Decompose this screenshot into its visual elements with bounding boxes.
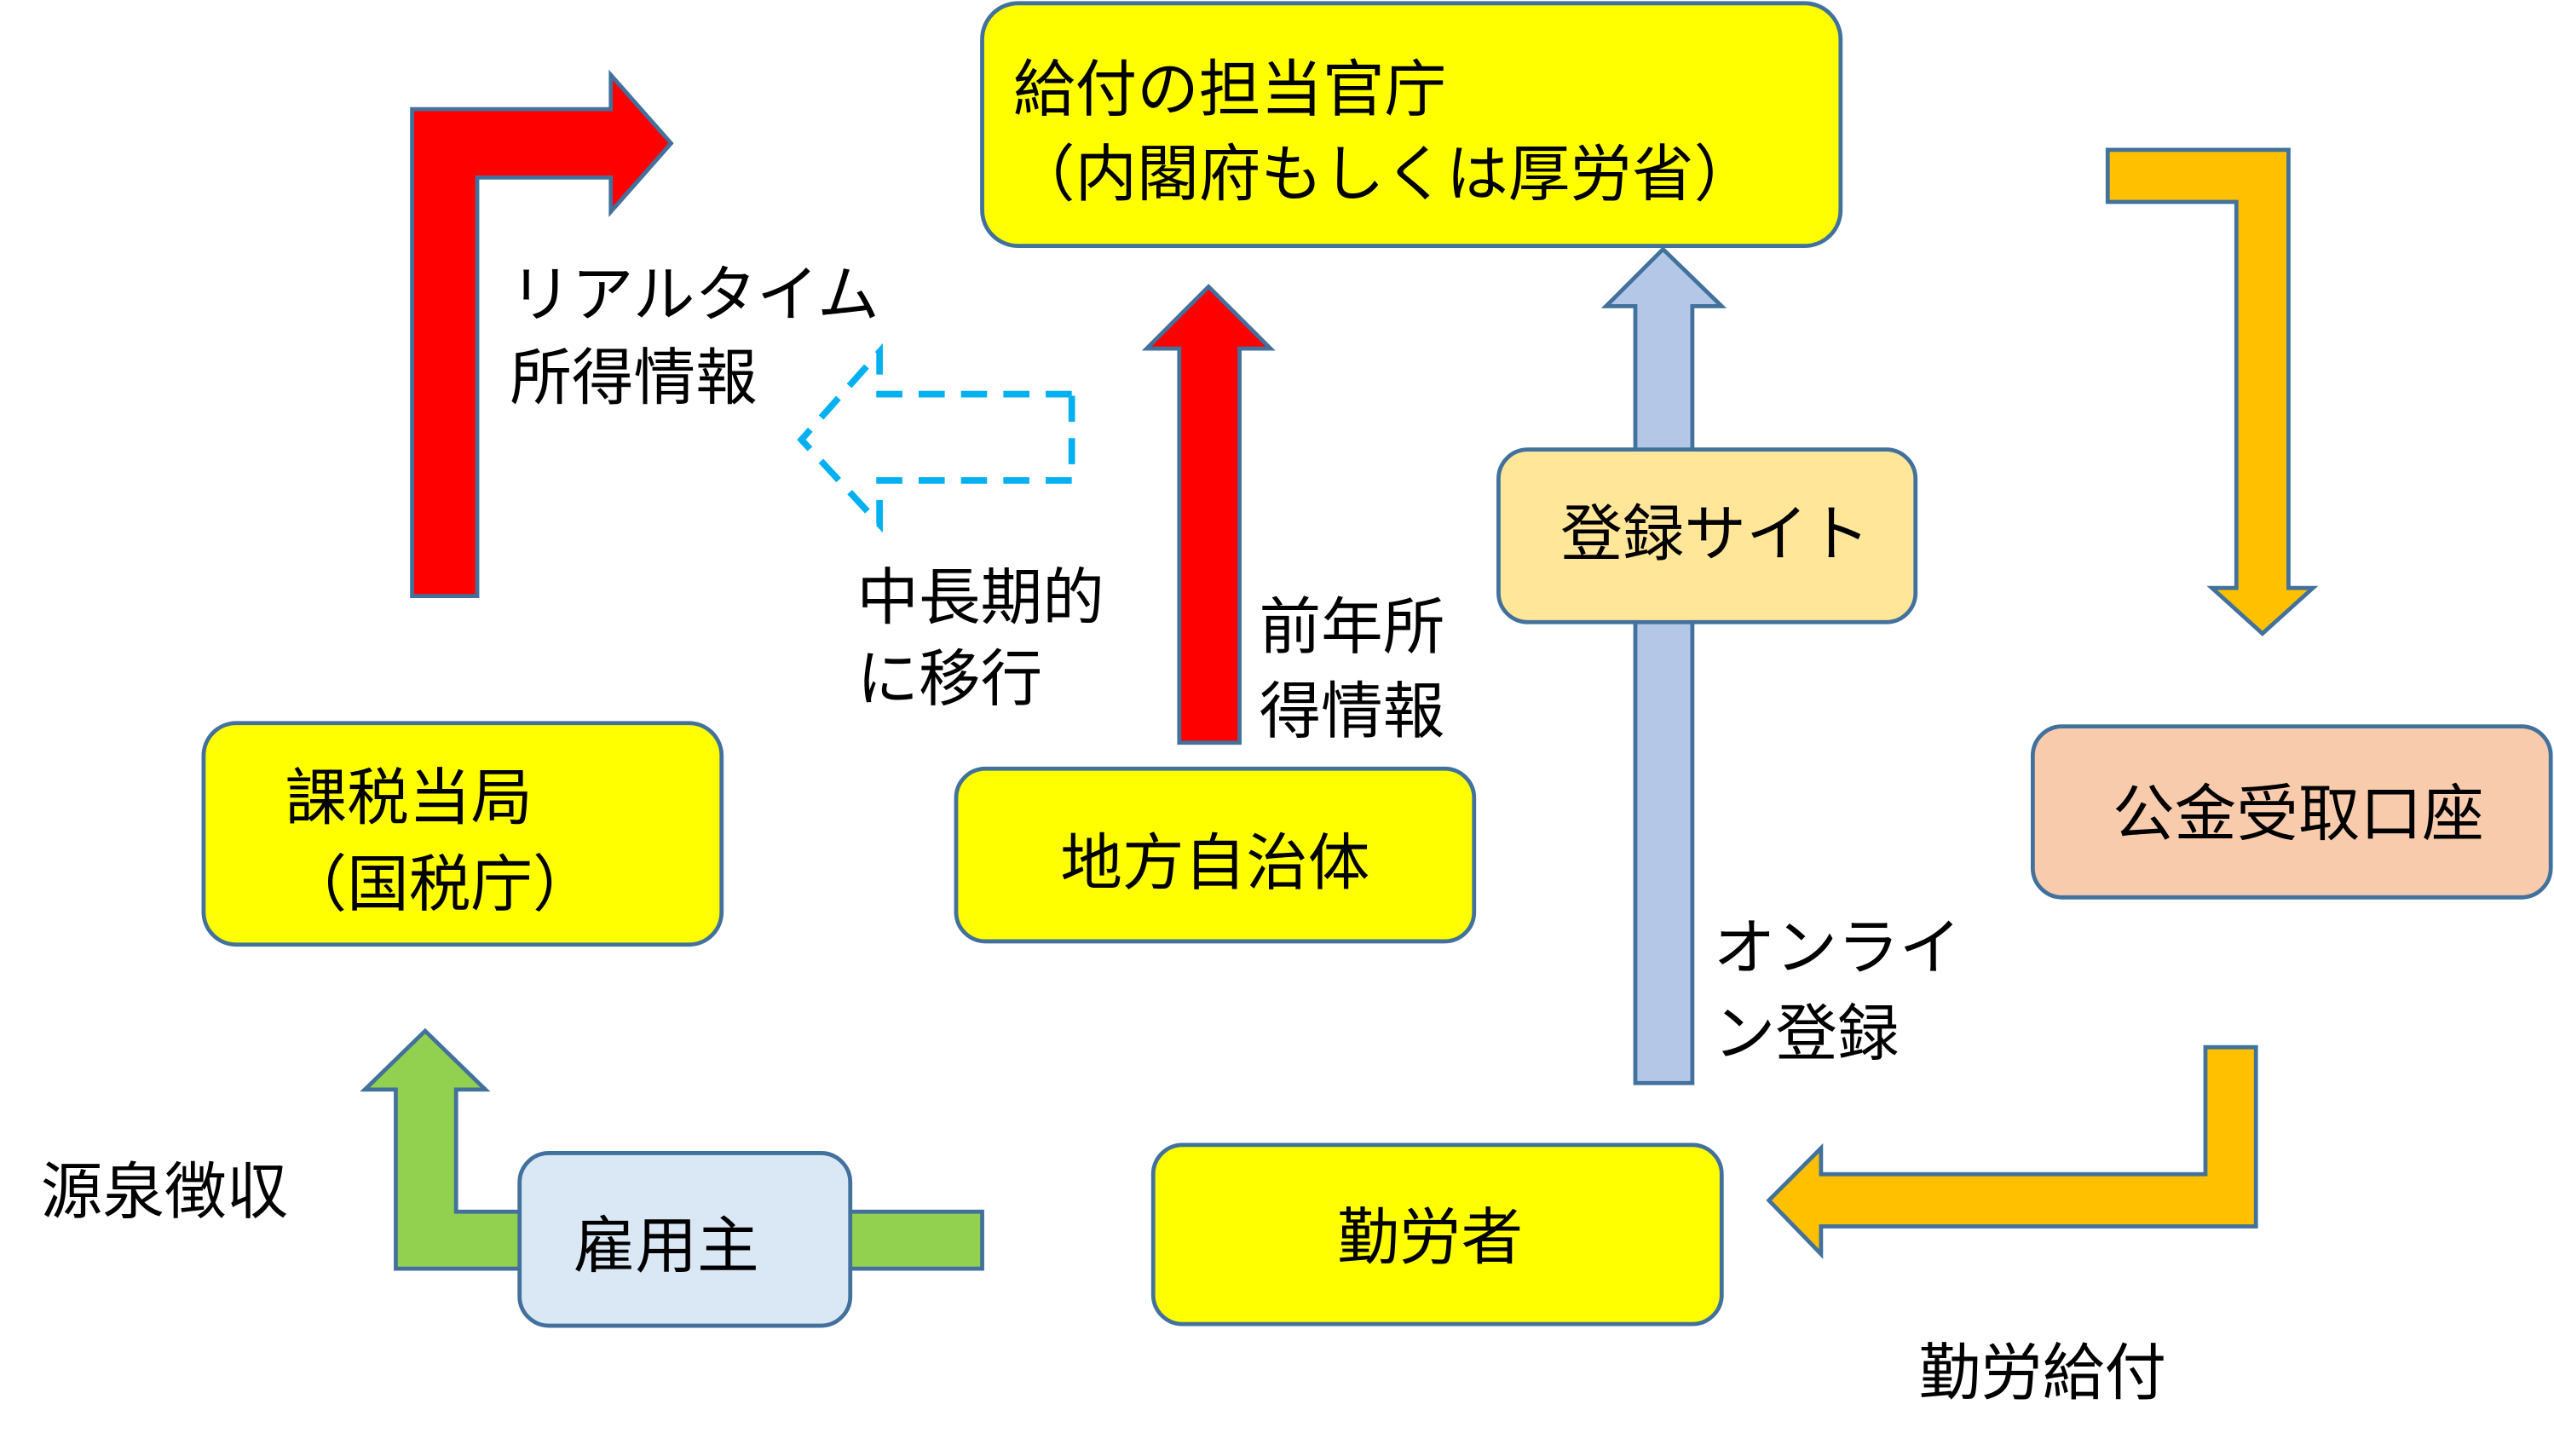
employer-node: 雇用主 xyxy=(517,1151,853,1328)
tax-authority-line2: （国税庁） xyxy=(285,849,594,921)
tax-authority-box xyxy=(201,721,724,947)
ministry-line2: （内閣府もしくは厚労省） xyxy=(1013,139,1756,210)
registration-site-node: 登録サイト xyxy=(1496,447,1918,624)
tax-authority-line1: 課税当局 xyxy=(285,763,532,835)
registration-site-label: 登録サイト xyxy=(1560,499,1870,571)
online-registration-label-line2: ン登録 xyxy=(1714,999,1900,1071)
tax-authority-node: 課税当局 （国税庁） xyxy=(201,721,724,947)
previous-year-income-arrow xyxy=(1141,284,1276,745)
employer-box xyxy=(517,1151,853,1328)
ministry-to-account-arrow xyxy=(2105,147,2319,636)
previous-year-income-label-line2: 得情報 xyxy=(1259,676,1444,748)
local-government-label: 地方自治体 xyxy=(1060,828,1369,900)
employer-label: 雇用主 xyxy=(574,1211,759,1282)
transition-dashed-arrow xyxy=(797,342,1075,533)
ministry-box xyxy=(980,1,1843,249)
worker-box xyxy=(1150,1142,1724,1327)
transition-label-line2: に移行 xyxy=(856,644,1042,716)
local-government-box xyxy=(954,766,1477,944)
transition-label-line1: 中長期的 xyxy=(856,562,1104,634)
realtime-income-label-line2: 所得情報 xyxy=(510,342,757,414)
realtime-income-label-line1: リアルタイム xyxy=(510,260,879,331)
online-registration-arrow xyxy=(1600,246,1727,1085)
public-account-node: 公金受取口座 xyxy=(2030,724,2553,900)
public-account-box xyxy=(2030,724,2553,900)
work-benefit-arrow xyxy=(1766,1045,2258,1259)
worker-label: 勤労者 xyxy=(1337,1203,1523,1275)
ministry-line1: 給付の担当官庁 xyxy=(1013,55,1446,126)
local-government-node: 地方自治体 xyxy=(954,766,1477,944)
registration-site-box xyxy=(1496,447,1918,624)
online-registration-label-line1: オンライ xyxy=(1714,912,1961,984)
work-benefit-label: 勤労給付 xyxy=(1919,1338,2166,1409)
ministry-node: 給付の担当官庁 （内閣府もしくは厚労省） xyxy=(980,1,1843,249)
withholding-label: 源泉徴収 xyxy=(41,1157,288,1229)
realtime-income-arrow xyxy=(410,69,674,599)
worker-node: 勤労者 xyxy=(1150,1142,1724,1327)
previous-year-income-label-line1: 前年所 xyxy=(1259,592,1444,664)
public-account-label: 公金受取口座 xyxy=(2113,780,2484,851)
